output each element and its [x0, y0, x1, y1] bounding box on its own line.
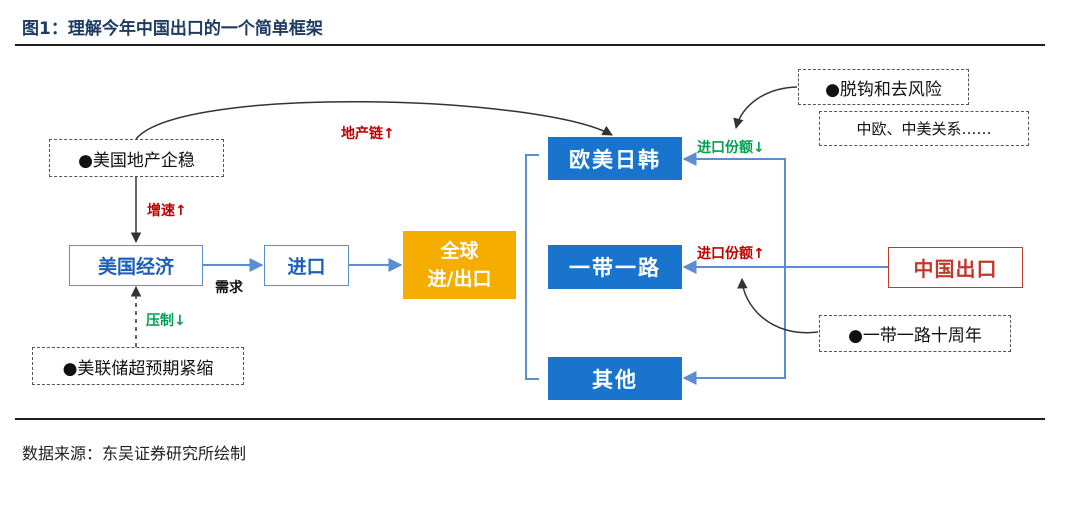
label-demand: 需求	[215, 280, 243, 296]
figure-title: 图1：理解今年中国出口的一个简单框架	[22, 19, 323, 39]
us-economy-box: 美国经济	[69, 245, 203, 286]
top-divider	[15, 44, 1045, 46]
decoupling-derisking-box: ●脱钩和去风险	[798, 69, 969, 105]
global-trade-line1: 全球	[440, 240, 479, 262]
curve-bri-anniversary	[737, 277, 819, 334]
label-import-share-up: 进口份额↑	[697, 246, 765, 262]
belt-and-road-box: 一带一路	[548, 245, 682, 289]
label-import-share-down: 进口份额↓	[697, 140, 765, 156]
others-box: 其他	[548, 357, 682, 400]
fed-tightening-box: ●美联储超预期紧缩	[32, 347, 244, 385]
label-suppress-down: 压制↓	[146, 313, 186, 329]
global-trade-box: 全球 进/出口	[403, 231, 516, 299]
china-exports-box: 中国出口	[888, 247, 1023, 288]
imports-box: 进口	[264, 245, 349, 286]
line-china-to-others	[682, 267, 786, 385]
bri-anniversary-box: ●一带一路十周年	[819, 315, 1011, 352]
eu-us-jp-kr-box: 欧美日韩	[548, 137, 682, 180]
china-eu-us-relations-box: 中欧、中美关系……	[819, 111, 1029, 146]
source-note: 数据来源：东吴证券研究所绘制	[22, 444, 247, 463]
bottom-divider	[15, 418, 1045, 420]
label-growth-up: 增速↑	[147, 203, 187, 219]
line-china-to-eu	[682, 152, 786, 267]
bracket-destinations	[525, 154, 539, 380]
curve-decoupling	[733, 86, 798, 130]
us-property-stabilizing-box: ●美国地产企稳	[49, 139, 224, 177]
label-property-chain: 地产链↑	[341, 126, 395, 142]
global-trade-line2: 进/出口	[427, 268, 492, 290]
curve-property-chain	[135, 100, 613, 140]
